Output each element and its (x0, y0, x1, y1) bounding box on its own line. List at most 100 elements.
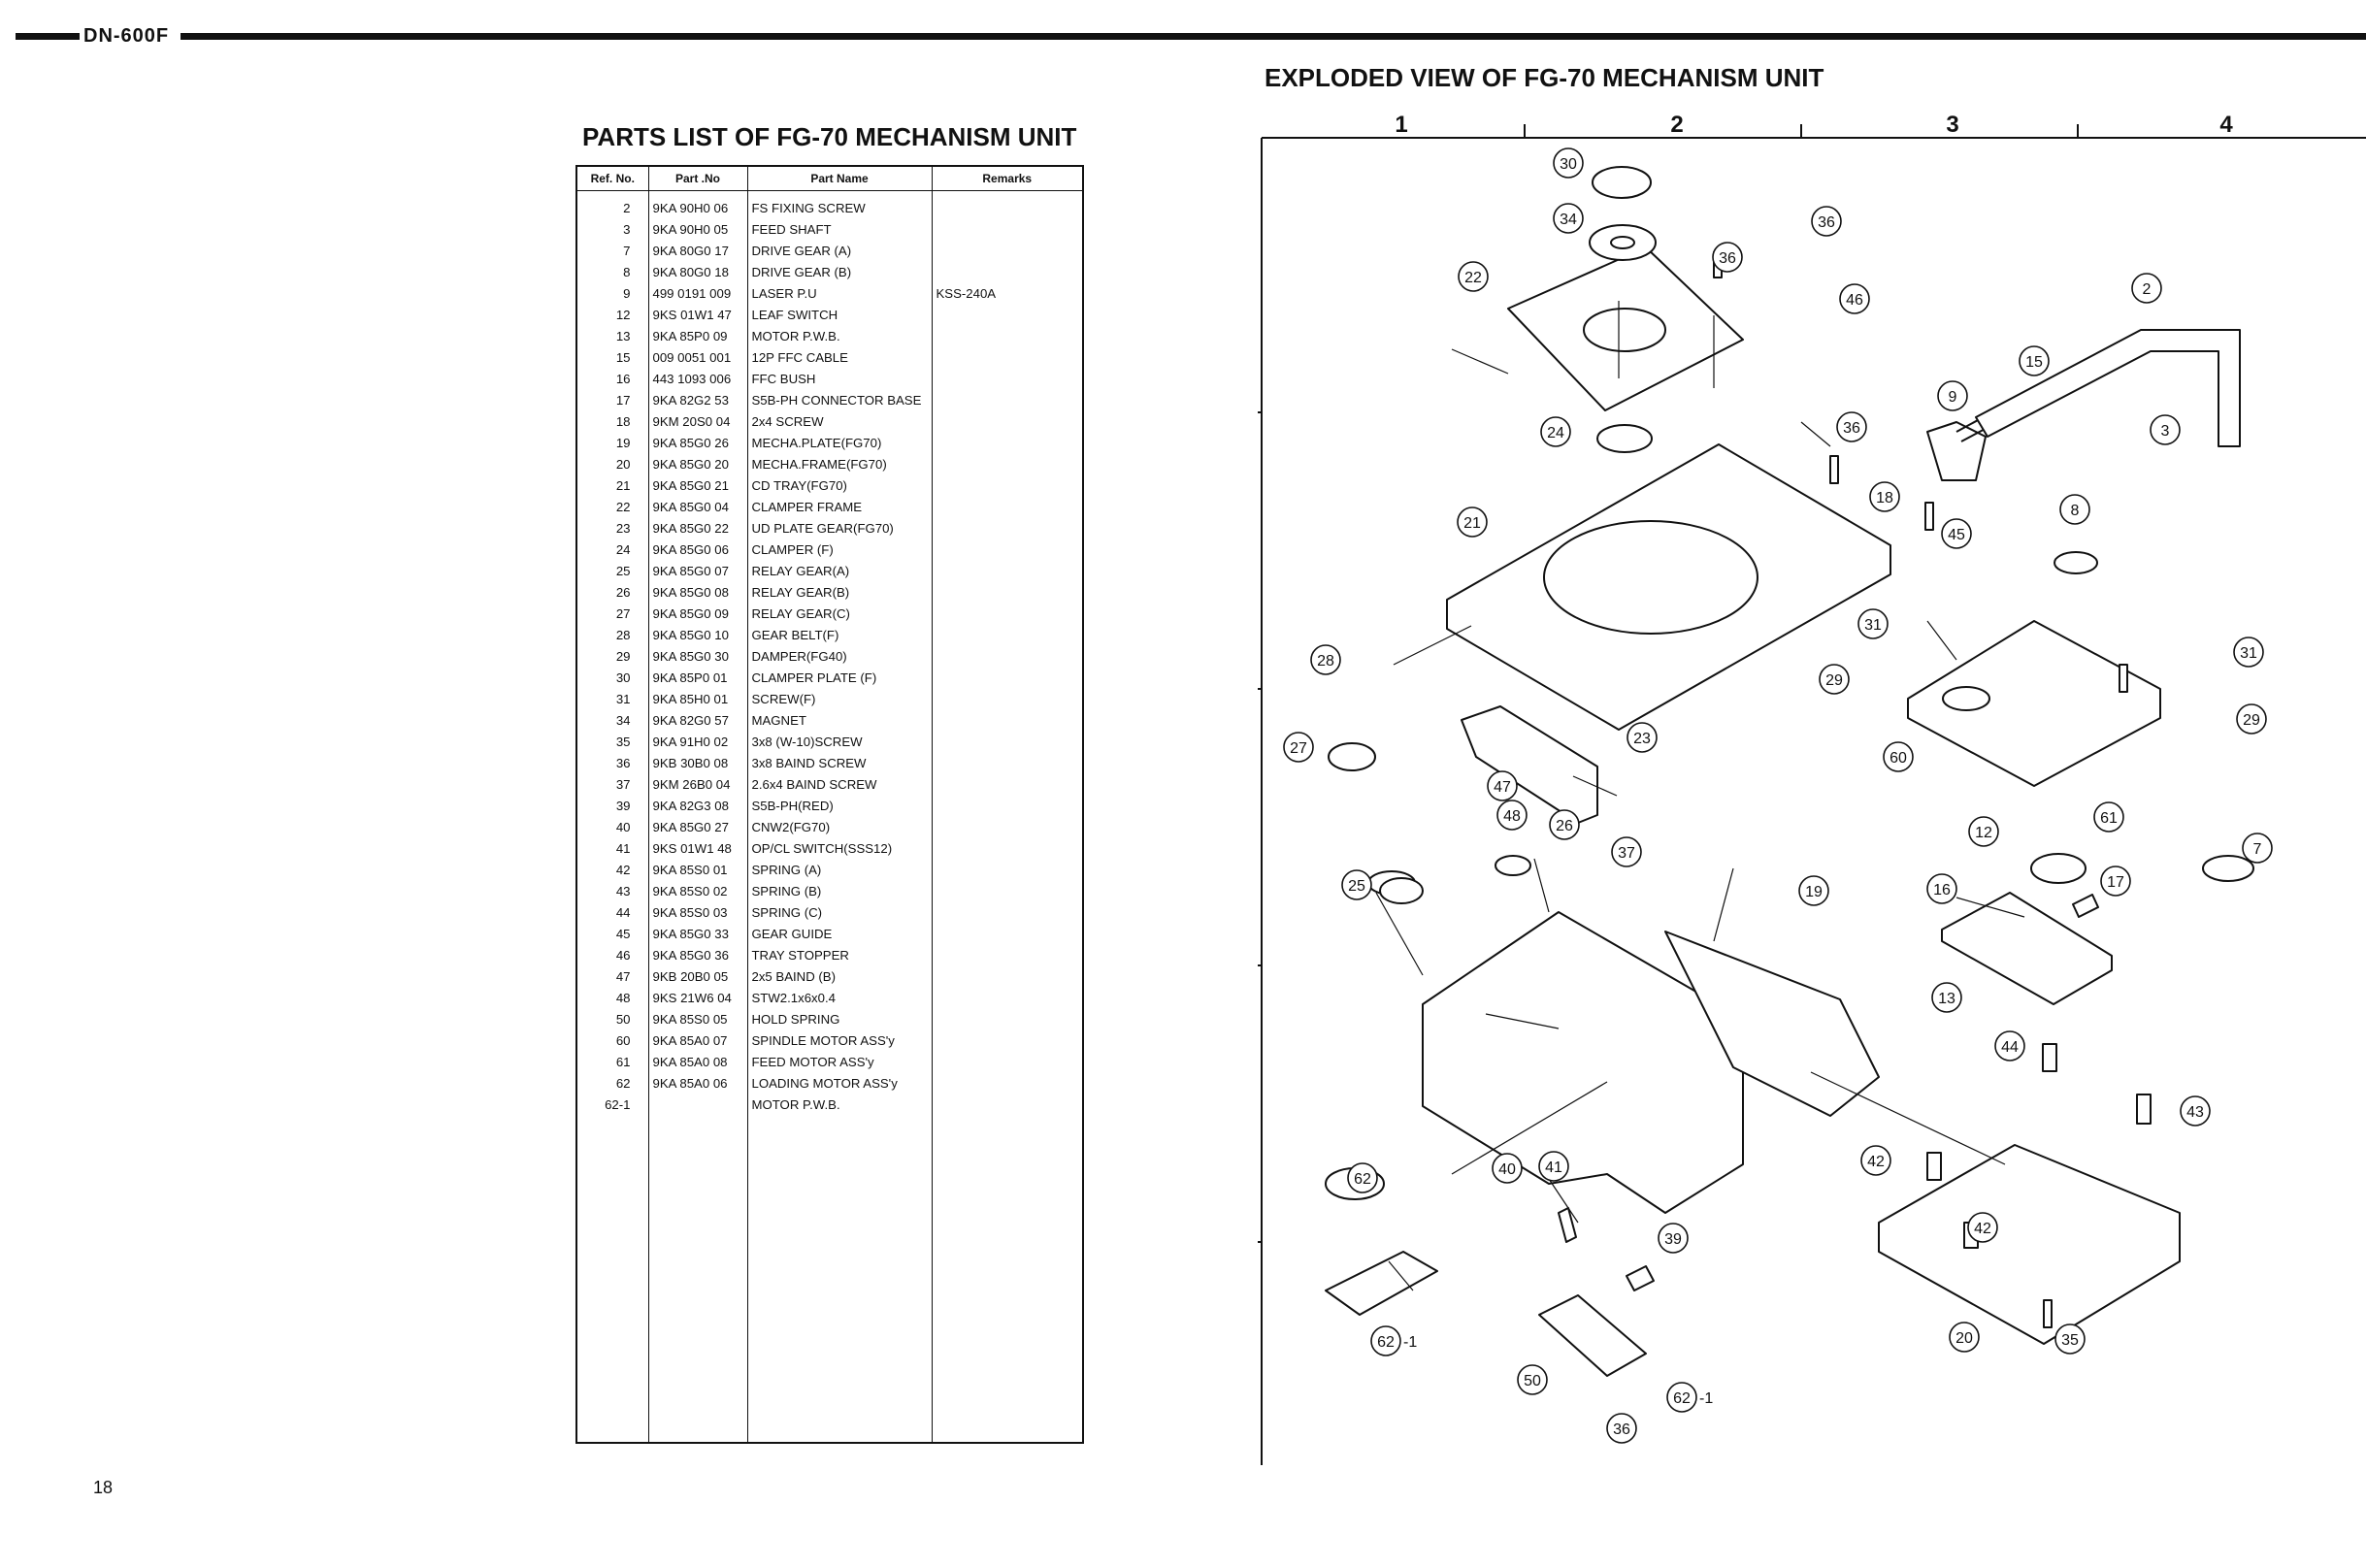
cell-part-name: UD PLATE GEAR(FG70) (746, 517, 933, 539)
cell-part-no: 9KA 85H0 01 (647, 688, 748, 709)
cell-remarks (931, 304, 1084, 325)
callout-number: 62 (1354, 1171, 1371, 1188)
cell-remarks (931, 837, 1084, 859)
cell-remarks (931, 923, 1084, 944)
cell-part-name: LASER P.U (746, 282, 933, 304)
cell-remarks (931, 709, 1084, 731)
motor-pwb-1-shape (1325, 1251, 1438, 1316)
ud-plate-gear-shape (1461, 705, 1598, 824)
callout-marker: 18 (1869, 481, 1900, 512)
cell-part-no: 9KA 85S0 05 (647, 1008, 748, 1029)
drive-gear-b-shape (2054, 551, 2098, 574)
cell-part-no: 9KA 85P0 09 (647, 325, 748, 346)
cell-remarks (931, 474, 1084, 496)
callout-number: 45 (1948, 527, 1965, 543)
cell-part-name: 3x8 BAIND SCREW (746, 752, 933, 773)
op-cl-switch-shape (1558, 1207, 1577, 1243)
cell-ref-no: 62-1 (575, 1094, 649, 1115)
callout-number: 15 (2025, 354, 2043, 371)
cd-tray-recess (1543, 520, 1758, 635)
spring-c-shape (2042, 1043, 2057, 1072)
callout-marker: 36 (1811, 206, 1842, 237)
cell-part-no: 9KM 26B0 04 (647, 773, 748, 795)
cell-part-no: 9KS 21W6 04 (647, 987, 748, 1008)
cell-ref-no: 60 (575, 1029, 649, 1051)
callout-marker: 44 (1994, 1030, 2025, 1062)
callout-circle (1611, 836, 1642, 867)
callout-circle (1994, 1030, 2025, 1062)
cell-part-no: 9KA 85S0 02 (647, 880, 748, 901)
cell-part-no: 443 1093 006 (647, 368, 748, 389)
callout-circle (2233, 637, 2264, 668)
cell-part-no: 9KA 85A0 08 (647, 1051, 748, 1072)
cell-part-name: TRAY STOPPER (746, 944, 933, 965)
leader-line (1572, 775, 1618, 797)
leader-line (1800, 421, 1831, 447)
cell-remarks (931, 539, 1084, 560)
callout-number: 31 (1864, 617, 1882, 634)
cell-remarks (931, 240, 1084, 261)
magnet-hole (1610, 236, 1635, 249)
relay-gear-a-shape (1379, 877, 1424, 904)
cell-remarks (931, 816, 1084, 837)
cell-part-no: 9KA 85G0 10 (647, 624, 748, 645)
callout-circle (2019, 345, 2050, 376)
callout-number: 37 (1618, 845, 1635, 862)
cell-remarks (931, 901, 1084, 923)
mecha-plate-rear-shape (1664, 931, 1880, 1117)
callout-number: 50 (1524, 1373, 1541, 1389)
callout-marker: 62 (1347, 1162, 1378, 1193)
cell-ref-no: 24 (575, 539, 649, 560)
callout-marker: 3 (2150, 414, 2181, 445)
cell-ref-no: 19 (575, 432, 649, 453)
callout-marker: 26 (1549, 809, 1580, 840)
cell-part-no: 9KA 85S0 01 (647, 859, 748, 880)
cell-ref-no: 28 (575, 624, 649, 645)
cell-part-no: 9KA 85G0 30 (647, 645, 748, 667)
callout-marker: 12 (1968, 816, 1999, 847)
leader-line (1926, 620, 1957, 661)
cell-part-name: CLAMPER FRAME (746, 496, 933, 517)
screw-36b-shape (1829, 455, 1839, 484)
model-name: DN-600F (83, 25, 170, 47)
callout-marker: 42 (1860, 1145, 1891, 1176)
callout-number: 30 (1560, 156, 1577, 173)
cell-ref-no: 8 (575, 261, 649, 282)
callout-circle (1819, 664, 1850, 695)
leader-line (1713, 867, 1734, 942)
cell-part-name: DAMPER(FG40) (746, 645, 933, 667)
callout-number: 62 (1673, 1390, 1691, 1407)
cell-remarks (931, 944, 1084, 965)
callout-circle (1341, 869, 1372, 900)
cell-remarks (931, 346, 1084, 368)
callout-suffix: -1 (1403, 1334, 1417, 1351)
callout-circle (1347, 1162, 1378, 1193)
cell-remarks (931, 731, 1084, 752)
callout-number: 40 (1498, 1161, 1516, 1178)
callout-suffix: -1 (1699, 1390, 1713, 1407)
leader-line (1533, 858, 1550, 913)
callout-number: 41 (1545, 1160, 1562, 1176)
cell-remarks (931, 773, 1084, 795)
callout-circle (2059, 494, 2090, 525)
callout-circle (1627, 722, 1658, 753)
callout-marker: 41 (1538, 1151, 1569, 1182)
callout-circle (1967, 1212, 1998, 1243)
feed-motor-shape (2030, 853, 2087, 884)
cell-part-name: LEAF SWITCH (746, 304, 933, 325)
cell-ref-no: 20 (575, 453, 649, 474)
cell-remarks (931, 645, 1084, 667)
cell-part-name: OP/CL SWITCH(SSS12) (746, 837, 933, 859)
relay-gear-b-shape (1495, 855, 1531, 876)
